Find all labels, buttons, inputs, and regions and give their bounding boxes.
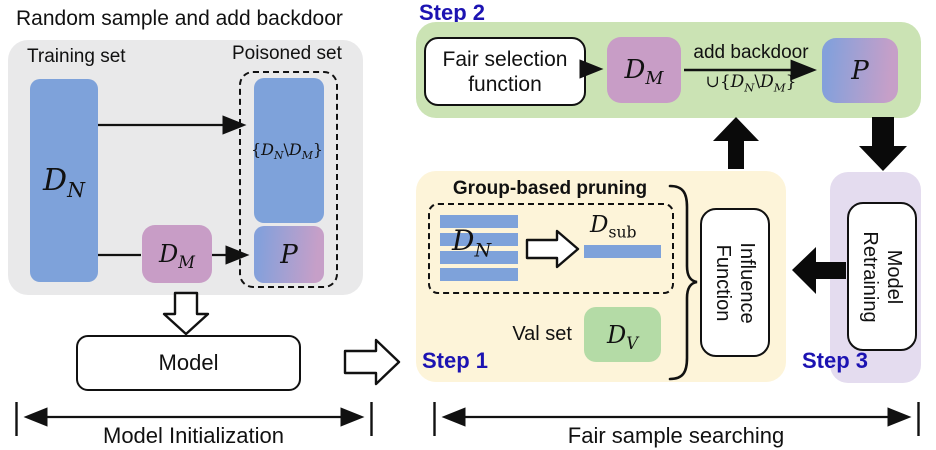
fair-selection-line2: function [468,72,542,96]
fair-selection-line1: Fair selection [442,47,568,71]
fair-sample-searching-label: Fair sample searching [567,423,785,448]
thick-up-arrow-step1-to-step2 [713,117,759,169]
p-label: P [280,239,298,270]
data-bar-4 [440,268,518,281]
data-bar-3 [440,251,518,264]
poisoned-set-dashed-box [239,71,338,288]
dv-box: DV [584,307,661,362]
influence-line1: Influence [736,241,758,324]
poisoned-p-box: P [254,226,324,283]
group-pruning-label: Group-based pruning [452,178,648,199]
step2-dm-label: DM [624,55,664,90]
union-label: ∪{DN\DM} [705,72,797,95]
hollow-down-arrow [162,291,210,336]
poisoned-set-label: Poisoned set [232,43,342,64]
step3-label: Step 3 [802,348,869,373]
fair-selection-box: Fair selection function [424,37,586,106]
dataset-dn-box: DN [30,79,98,282]
step2-p-label: P [851,55,869,86]
step1-label: Step 1 [422,348,489,373]
dn-minus-dm-box [254,78,324,223]
dn-minus-dm-label: {DN\DM} [250,140,324,163]
model-label: Model [158,350,219,375]
data-bar-1 [440,215,518,228]
step2-dm-box: DM [607,37,681,103]
step1-dn-label: DN [452,224,492,262]
dataset-dm-box: DM [142,225,212,283]
model-initialization-label: Model Initialization [103,423,284,448]
step2-label: Step 2 [419,0,486,25]
hollow-right-arrow [343,338,401,386]
retraining-line2: Retraining [859,230,881,323]
val-set-label: Val set [512,323,572,345]
dsub-label: Dsub [590,212,637,242]
add-backdoor-label: add backdoor [693,42,809,63]
left-title: Random sample and add backdoor [16,7,343,30]
step2-p-box: P [822,38,898,103]
model-box: Model [76,335,301,391]
dv-label: DV [606,320,639,353]
influence-function-box: Influence Function [700,208,770,357]
training-set-label: Training set [27,46,126,67]
dm-label: DM [159,240,195,272]
dn-label: DN [43,163,85,202]
data-bar-2 [440,233,518,246]
influence-line2: Function [712,244,734,321]
retraining-line1: Model [883,249,905,304]
model-retraining-box: Model Retraining [847,202,917,351]
thick-down-arrow-step2-to-step3 [859,117,907,171]
dsub-bar [584,245,661,258]
